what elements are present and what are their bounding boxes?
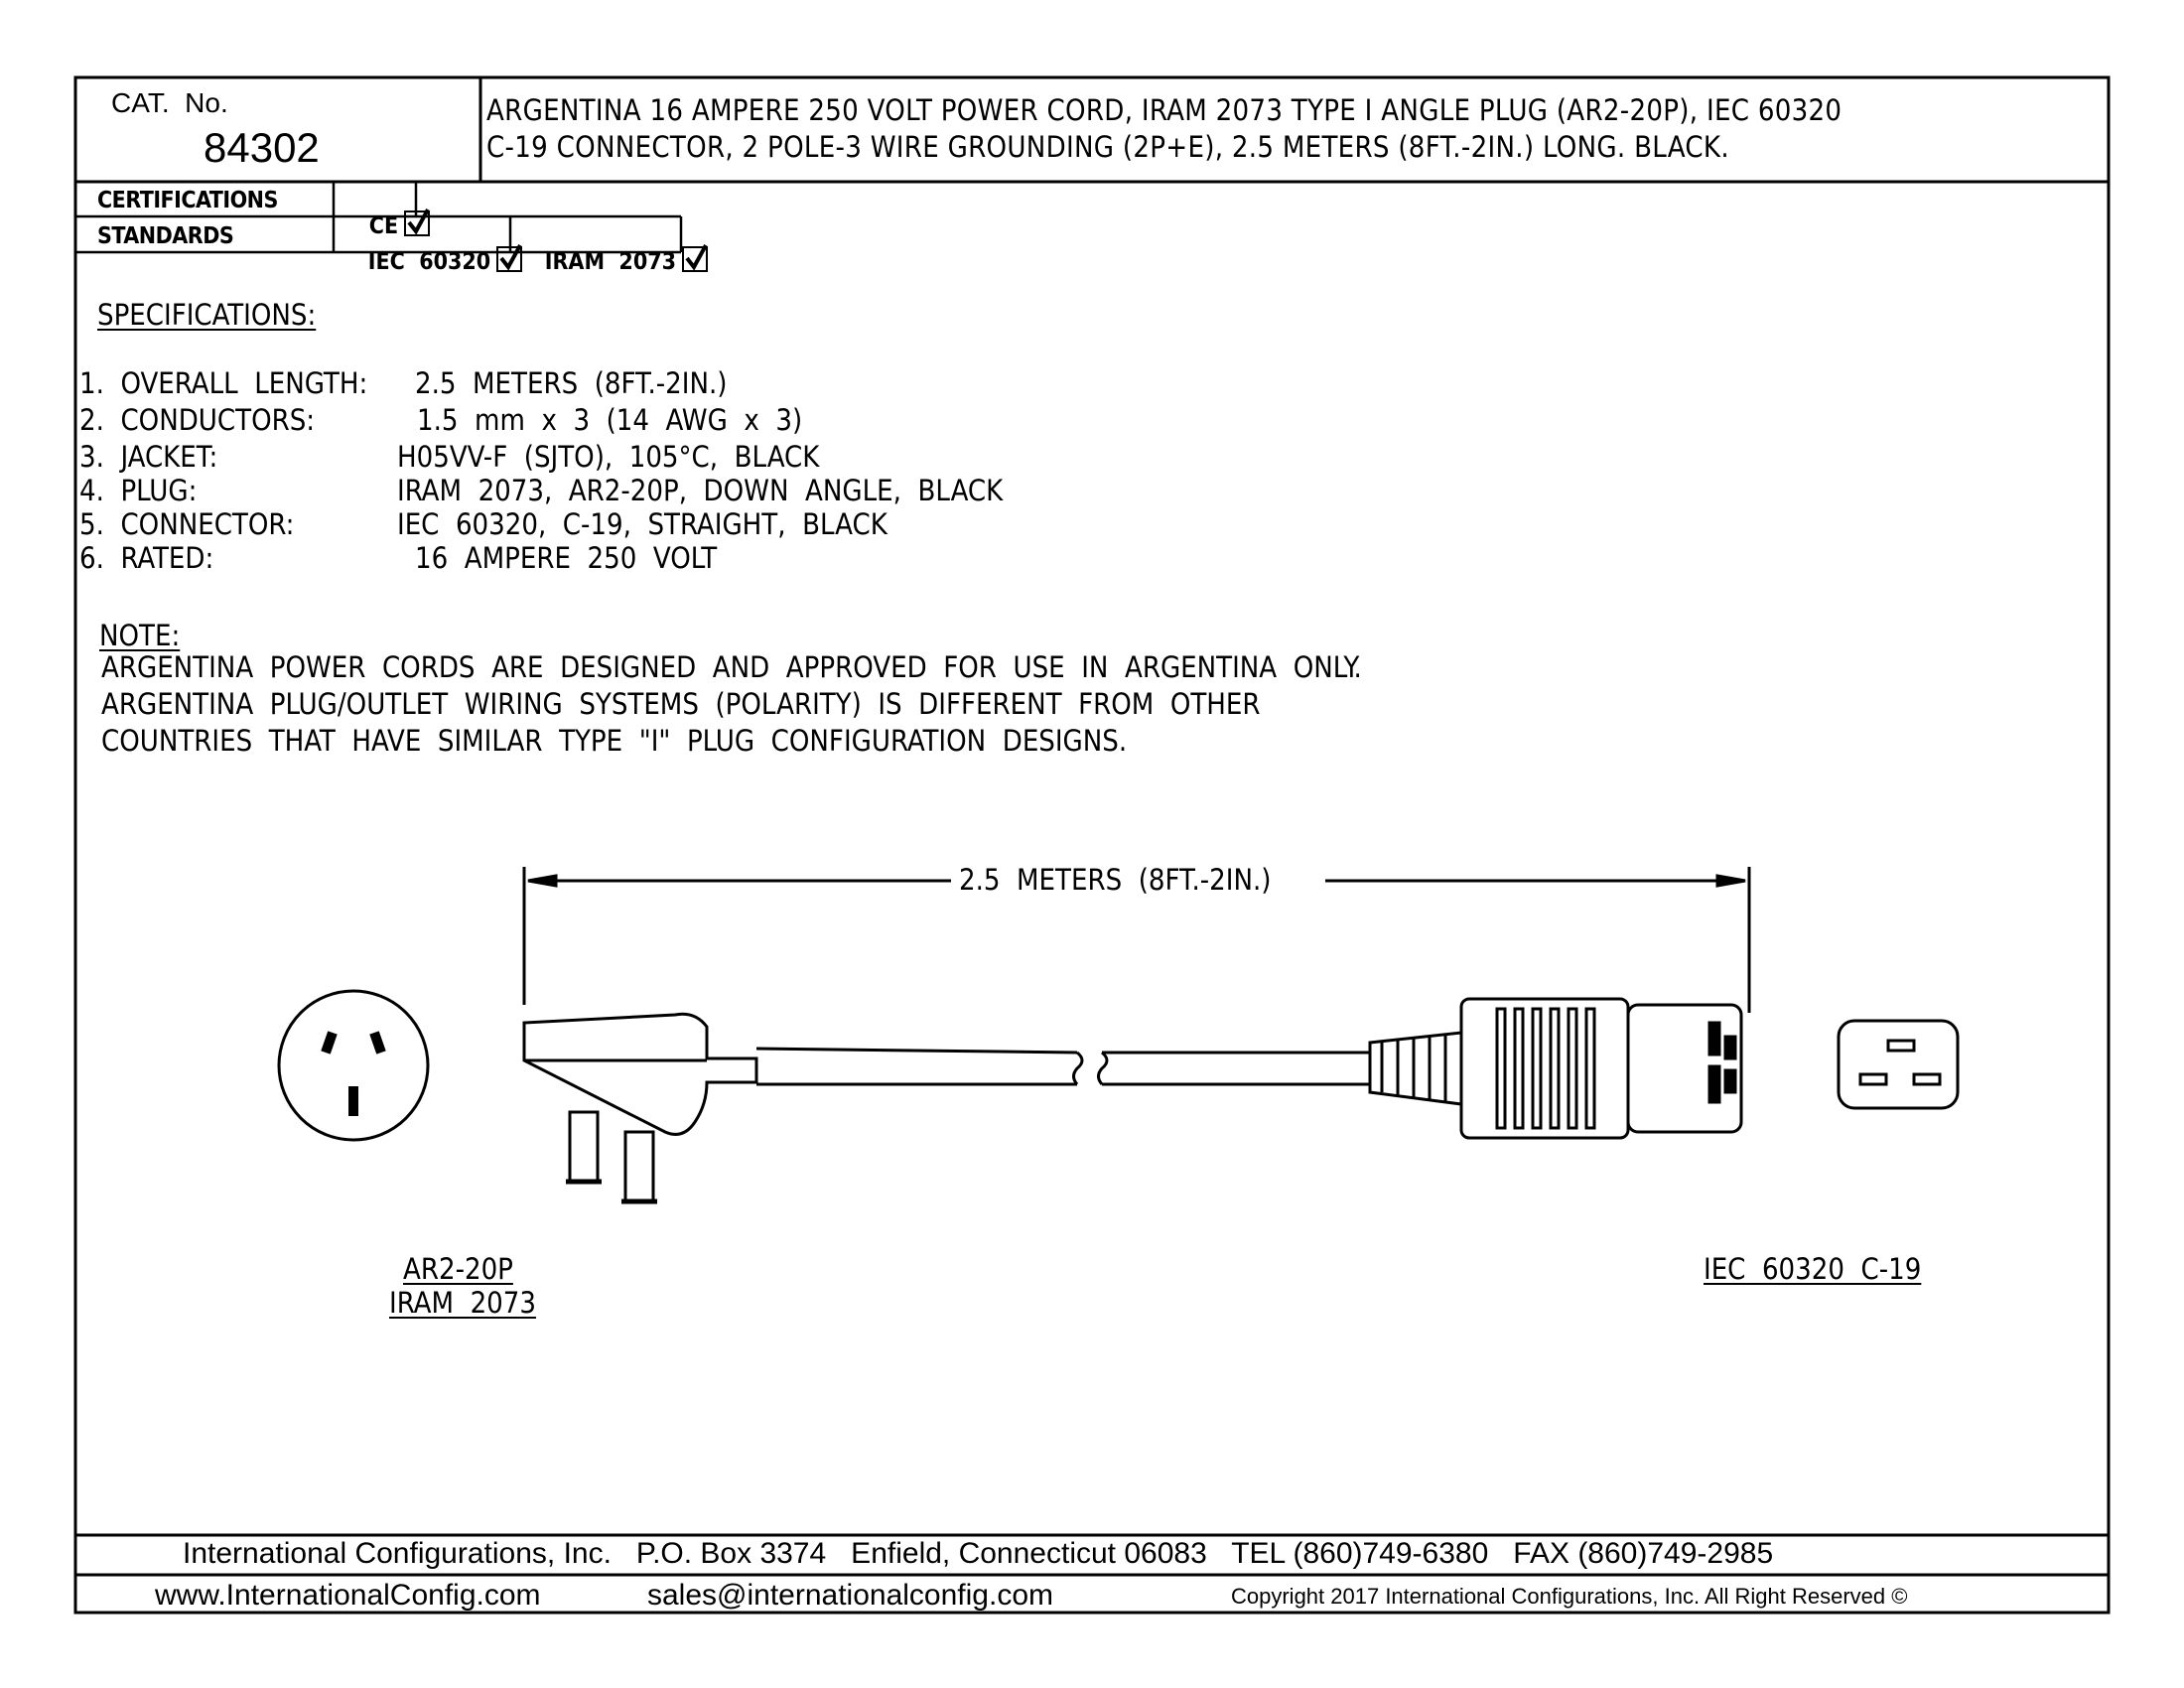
checkbox-checked-icon	[404, 209, 431, 236]
note-line: ARGENTINA PLUG/OUTLET WIRING SYSTEMS (PO…	[101, 687, 1261, 721]
c19-connector-icon	[1459, 997, 1743, 1140]
cat-label: CAT. No.	[111, 87, 228, 118]
spec-value: H05VV-F (SJTO), 105°C, BLACK	[397, 440, 820, 474]
spec-label: 2. CONDUCTORS:	[79, 403, 316, 437]
plug-label-line-2: IRAM 2073	[389, 1286, 536, 1320]
dimension-line	[522, 867, 1751, 1013]
cat-number: 84302	[204, 124, 320, 171]
checkbox-checked-icon	[682, 244, 709, 272]
spec-value: IEC 60320, C-19, STRAIGHT, BLACK	[397, 507, 887, 541]
specifications-heading: SPECIFICATIONS:	[97, 298, 317, 332]
spec-value: IRAM 2073, AR2-20P, DOWN ANGLE, BLACK	[397, 474, 1004, 507]
note-line: COUNTRIES THAT HAVE SIMILAR TYPE "I" PLU…	[101, 724, 1128, 758]
spec-label: 4. PLUG:	[79, 474, 198, 507]
spec-label: 5. CONNECTOR:	[79, 507, 295, 541]
standards-label: STANDARDS	[97, 223, 234, 249]
footer-copyright: Copyright 2017 International Configurati…	[1231, 1584, 1908, 1609]
spec-value: 1.5 mm x 3 (14 AWG x 3)	[417, 403, 803, 437]
certification-ce: CE	[341, 188, 431, 261]
plug-label-line-1: AR2-20P	[403, 1252, 513, 1286]
certification-name: CE	[368, 213, 399, 239]
footer-email[interactable]: sales@internationalconfig.com	[647, 1579, 1053, 1612]
title-line-1: ARGENTINA 16 AMPERE 250 VOLT POWER CORD,…	[486, 93, 1843, 127]
spec-label: 3. JACKET:	[79, 440, 218, 474]
standard-name: IEC 60320	[367, 249, 491, 275]
c19-face-icon	[1837, 1019, 1960, 1110]
footer-website[interactable]: www.InternationalConfig.com	[155, 1579, 541, 1612]
certifications-label: CERTIFICATIONS	[97, 188, 278, 213]
spec-value: 2.5 METERS (8FT.-2IN.)	[415, 366, 728, 400]
spec-value: 16 AMPERE 250 VOLT	[415, 541, 718, 575]
standard-iram: IRAM 2073	[516, 223, 709, 297]
spec-label: 6. RATED:	[79, 541, 214, 575]
dimension-label: 2.5 METERS (8FT.-2IN.)	[955, 866, 1276, 895]
standard-name: IRAM 2073	[544, 249, 677, 275]
note-line: ARGENTINA POWER CORDS ARE DESIGNED AND A…	[101, 650, 1362, 684]
cord-icon	[755, 1047, 1370, 1086]
note-heading: NOTE:	[99, 619, 181, 652]
angle-plug-icon	[522, 1012, 758, 1204]
checkbox-checked-icon	[496, 244, 523, 272]
connector-label: IEC 60320 C-19	[1704, 1252, 1922, 1286]
footer-company-line: International Configurations, Inc. P.O. …	[183, 1537, 1774, 1570]
plug-face-icon	[277, 989, 430, 1142]
title-line-2: C-19 CONNECTOR, 2 POLE-3 WIRE GROUNDING …	[486, 130, 1729, 164]
spec-label: 1. OVERALL LENGTH:	[79, 366, 368, 400]
strain-relief-icon	[1368, 1031, 1463, 1106]
standard-iec: IEC 60320	[340, 223, 523, 297]
